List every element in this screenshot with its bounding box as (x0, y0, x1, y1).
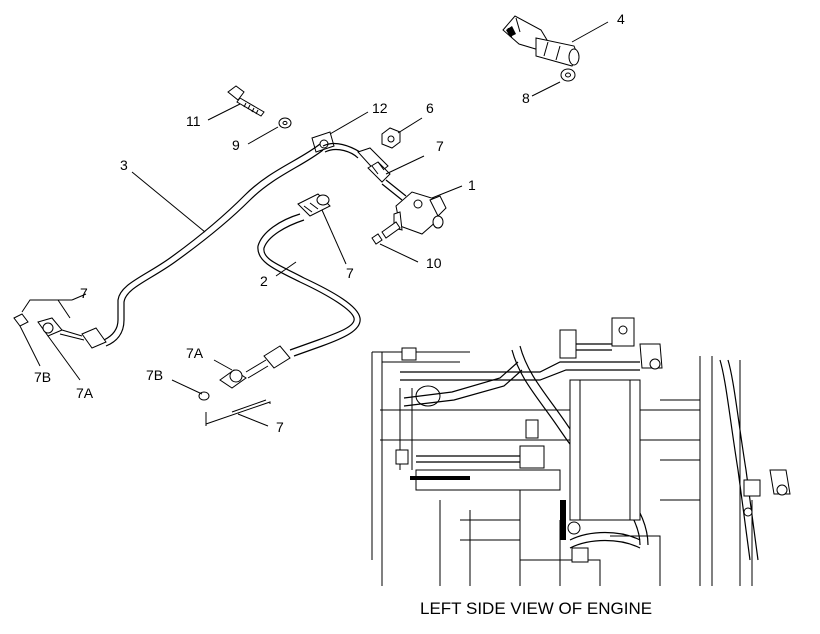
engine-left-side-view (371, 317, 791, 586)
callout-7B-mid: 7B (146, 367, 163, 383)
leader-3 (131, 171, 206, 233)
leader-7-left (71, 293, 87, 301)
leader-7-tube2 (321, 209, 347, 265)
leader-2 (275, 261, 297, 277)
leader-9 (247, 126, 279, 145)
leader-10 (379, 243, 419, 263)
callout-2: 2 (260, 273, 268, 289)
part-4-elbow-fitting (502, 15, 580, 67)
leader-12 (329, 111, 369, 135)
part-2-tube (257, 213, 361, 357)
leader-7B-mid (171, 379, 203, 395)
leader-7-upper (385, 155, 425, 175)
part-6-nut (381, 127, 401, 149)
part-9-washer (278, 117, 292, 129)
callout-10: 10 (426, 255, 442, 271)
callout-12: 12 (372, 100, 388, 116)
part-3-tube (103, 142, 361, 347)
part-8-washer (560, 68, 576, 82)
callout-7A-left: 7A (76, 385, 94, 401)
bracket-7-mid (205, 399, 271, 426)
callout-3: 3 (120, 157, 128, 173)
leader-8 (531, 81, 561, 97)
callout-7-upper: 7 (436, 138, 444, 154)
part-7-fitting-upper (357, 147, 391, 183)
callout-4: 4 (617, 11, 625, 27)
part-1-tee-fitting (381, 179, 447, 235)
leader-7-mid (237, 413, 269, 427)
callout-6: 6 (426, 100, 434, 116)
leader-7B-left (19, 325, 41, 367)
callout-7-left: 7 (80, 285, 88, 301)
callout-7A-mid: 7A (186, 345, 204, 361)
callout-1: 1 (468, 177, 476, 193)
callout-7-tube2: 7 (346, 265, 354, 281)
part-7-middle-fitting-group (198, 345, 291, 401)
leader-7A-mid (213, 359, 233, 371)
part-12-clip (311, 131, 335, 153)
leader-7A-left (47, 335, 81, 381)
callout-7B-left: 7B (34, 369, 51, 385)
callout-7-mid: 7 (276, 419, 284, 435)
leader-11 (207, 103, 241, 121)
callout-11: 11 (186, 113, 201, 129)
part-11-bolt (227, 85, 265, 117)
leader-4 (571, 21, 609, 43)
leader-6 (397, 117, 423, 134)
caption-left-side-view: LEFT SIDE VIEW OF ENGINE (420, 599, 652, 618)
part-7-fitting-tube2 (297, 193, 331, 217)
part-10-fitting (371, 221, 401, 245)
leader-1 (431, 185, 463, 199)
bracket-7-left (21, 299, 72, 319)
part-7-left-fitting-group (13, 313, 107, 349)
callout-9: 9 (232, 137, 240, 153)
callout-8: 8 (522, 90, 530, 106)
